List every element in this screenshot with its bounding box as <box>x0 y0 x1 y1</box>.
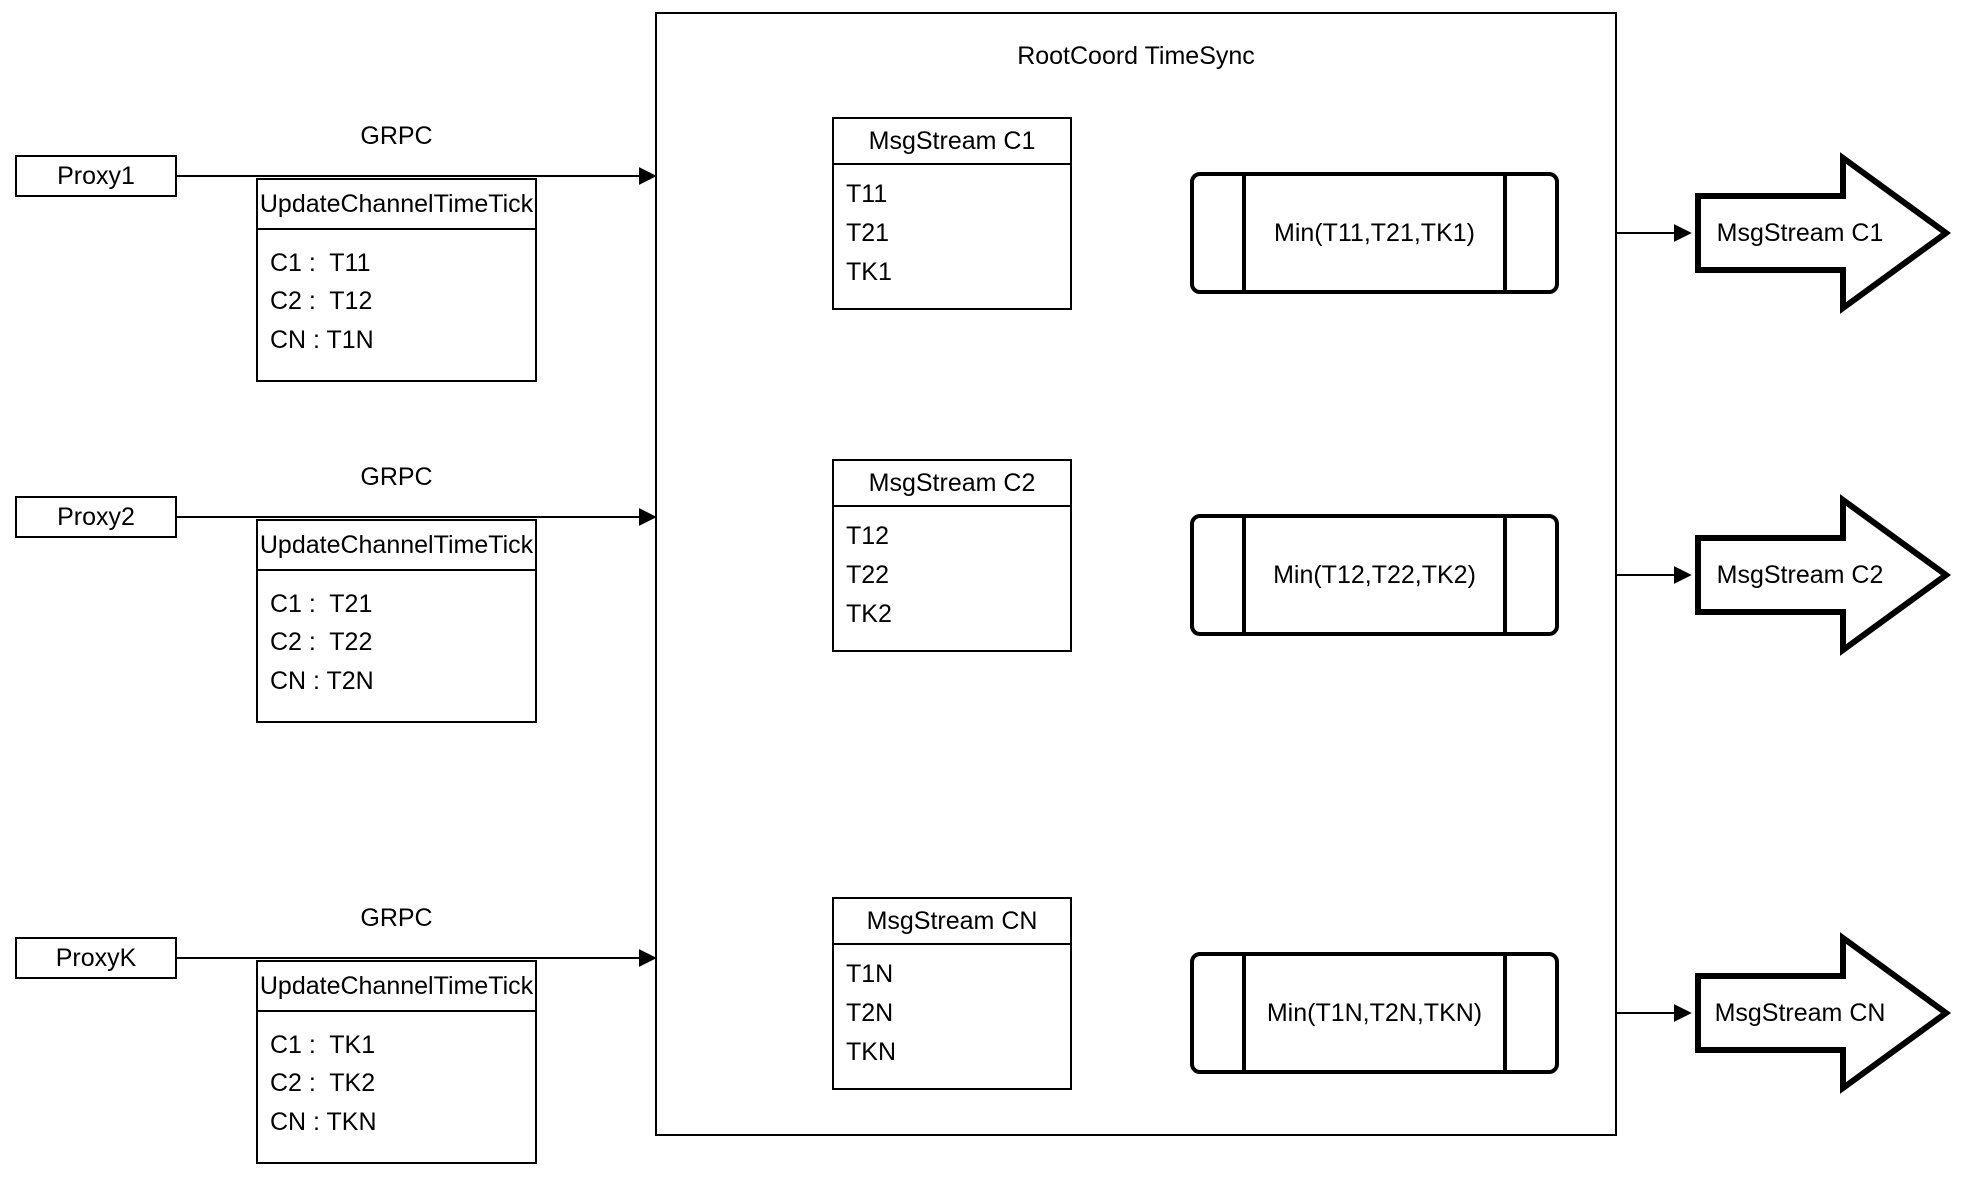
min-divider-left <box>1242 172 1246 294</box>
msgstream-row: TK1 <box>846 258 892 286</box>
msgstream-rows-c1: T11 T21 TK1 <box>834 165 1070 308</box>
msgstream-row: T21 <box>846 219 890 247</box>
msgstream-row: T2N <box>846 999 894 1027</box>
msgstream-header-c2: MsgStream C2 <box>834 461 1070 507</box>
timetick-row: C2 : T22 <box>270 628 373 657</box>
grpc-label-1: GRPC <box>360 122 433 150</box>
msgstream-header-cn: MsgStream CN <box>834 899 1070 945</box>
min-label-cn: Min(T1N,T2N,TKN) <box>1266 998 1483 1027</box>
output-msgstream-label-cn: MsgStream CN <box>1714 998 1886 1027</box>
msgstream-box-c1: MsgStream C1 T11 T21 TK1 <box>832 117 1072 310</box>
update-channel-timetick-box-k: UpdateChannelTimeTick C1 : TK1 C2 : TK2 … <box>256 960 537 1164</box>
output-msgstream-label-c1: MsgStream C1 <box>1716 218 1884 247</box>
rootcoord-timesync-title: RootCoord TimeSync <box>1017 42 1255 70</box>
timetick-row: C1 : T11 <box>270 248 371 277</box>
timetick-row: C1 : T21 <box>270 589 373 618</box>
msgstream-row: T22 <box>846 561 890 589</box>
min-compute-box-c2: Min(T12,T22,TK2) <box>1190 514 1559 636</box>
msgstream-rows-cn: T1N T2N TKN <box>834 945 1070 1088</box>
timetick-row: CN : TKN <box>270 1108 377 1137</box>
msgstream-box-c2: MsgStream C2 T12 T22 TK2 <box>832 459 1072 652</box>
update-channel-timetick-rows-2: C1 : T21 C2 : T22 CN : T2N <box>258 571 535 721</box>
output-msgstream-arrow-c2: MsgStream C2 <box>1698 500 1948 650</box>
output-msgstream-arrow-c1: MsgStream C1 <box>1698 158 1948 308</box>
min-compute-box-c1: Min(T11,T21,TK1) <box>1190 172 1559 294</box>
update-channel-timetick-box-1: UpdateChannelTimeTick C1 : T11 C2 : T12 … <box>256 178 537 382</box>
update-channel-timetick-header-1: UpdateChannelTimeTick <box>258 180 535 230</box>
update-channel-timetick-rows-1: C1 : T11 C2 : T12 CN : T1N <box>258 230 535 380</box>
msgstream-rows-c2: T12 T22 TK2 <box>834 507 1070 650</box>
min-label-c1: Min(T11,T21,TK1) <box>1274 218 1475 247</box>
msgstream-header-c1: MsgStream C1 <box>834 119 1070 165</box>
min-divider-right <box>1503 172 1507 294</box>
msgstream-row: T11 <box>846 180 888 208</box>
min-compute-box-cn: Min(T1N,T2N,TKN) <box>1190 952 1559 1074</box>
grpc-label-k: GRPC <box>360 904 433 932</box>
proxy-box-2[interactable]: Proxy2 <box>15 496 177 538</box>
min-divider-left <box>1242 514 1246 636</box>
min-divider-left <box>1242 952 1246 1074</box>
grpc-label-2: GRPC <box>360 463 433 491</box>
msgstream-box-cn: MsgStream CN T1N T2N TKN <box>832 897 1072 1090</box>
msgstream-row: T1N <box>846 960 894 988</box>
update-channel-timetick-header-k: UpdateChannelTimeTick <box>258 962 535 1012</box>
proxy-box-k[interactable]: ProxyK <box>15 937 177 979</box>
output-msgstream-arrow-cn: MsgStream CN <box>1698 938 1948 1088</box>
output-msgstream-label-c2: MsgStream C2 <box>1716 560 1884 589</box>
update-channel-timetick-rows-k: C1 : TK1 C2 : TK2 CN : TKN <box>258 1012 535 1162</box>
update-channel-timetick-header-2: UpdateChannelTimeTick <box>258 521 535 571</box>
msgstream-row: T12 <box>846 522 890 550</box>
update-channel-timetick-box-2: UpdateChannelTimeTick C1 : T21 C2 : T22 … <box>256 519 537 723</box>
timetick-row: C2 : TK2 <box>270 1069 376 1098</box>
timetick-row: CN : T2N <box>270 667 374 696</box>
proxy-box-1[interactable]: Proxy1 <box>15 155 177 197</box>
timetick-row: CN : T1N <box>270 326 374 355</box>
timetick-row: C2 : T12 <box>270 287 373 316</box>
timetick-row: C1 : TK1 <box>270 1030 376 1059</box>
msgstream-row: TKN <box>846 1038 896 1066</box>
msgstream-row: TK2 <box>846 600 892 628</box>
min-divider-right <box>1503 514 1507 636</box>
min-label-c2: Min(T12,T22,TK2) <box>1273 560 1476 589</box>
min-divider-right <box>1503 952 1507 1074</box>
